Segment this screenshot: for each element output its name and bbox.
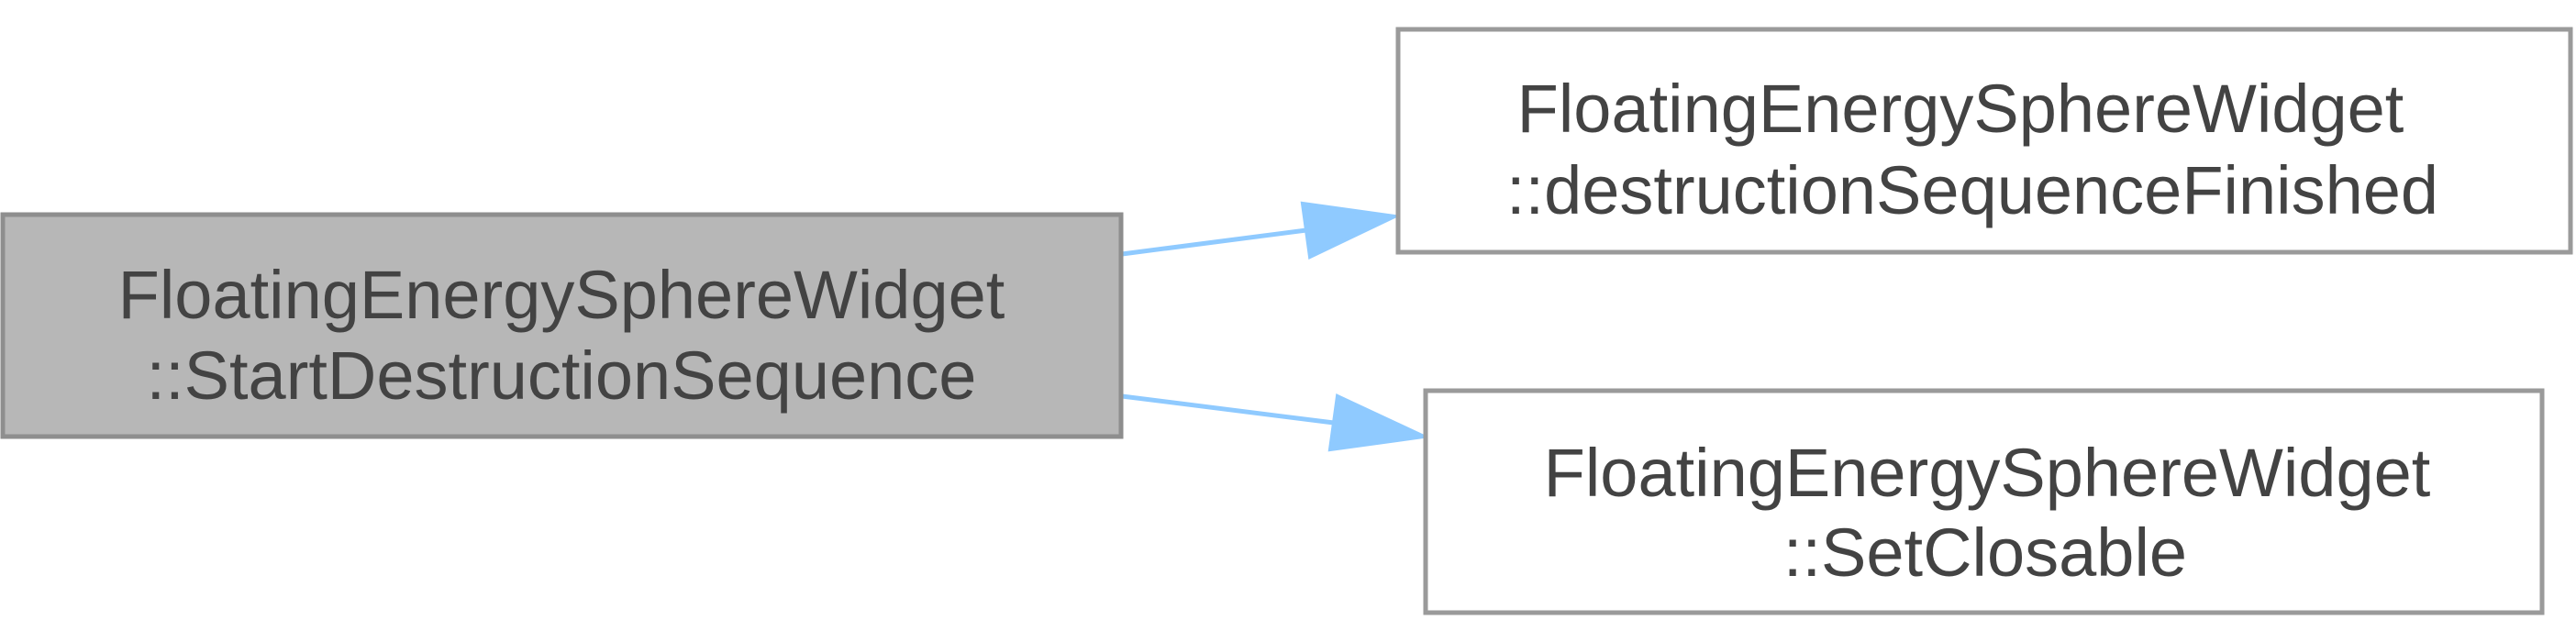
edge-start-to-closable [1121, 393, 1430, 452]
node-start-destruction-sequence[interactable]: FloatingEnergySphereWidget ::StartDestru… [0, 212, 1124, 439]
node-box [1395, 27, 2573, 255]
node-box [0, 212, 1124, 439]
edge-line [1121, 227, 1307, 257]
node-class-label: FloatingEnergySphereWidget [1517, 71, 2404, 147]
node-class-label: FloatingEnergySphereWidget [1544, 435, 2431, 511]
node-method-label: ::destructionSequenceFinished [1506, 152, 2438, 228]
node-method-label: ::StartDestructionSequence [147, 338, 977, 414]
node-box [1423, 388, 2545, 615]
arrowhead-icon [1300, 201, 1401, 260]
edge-line [1121, 393, 1335, 426]
node-method-label: ::SetClosable [1783, 515, 2187, 591]
arrowhead-icon [1327, 393, 1430, 452]
edge-start-to-finished [1121, 201, 1401, 260]
node-class-label: FloatingEnergySphereWidget [118, 257, 1005, 333]
node-destruction-sequence-finished[interactable]: FloatingEnergySphereWidget ::destruction… [1395, 27, 2573, 255]
node-set-closable[interactable]: FloatingEnergySphereWidget ::SetClosable [1423, 388, 2545, 615]
